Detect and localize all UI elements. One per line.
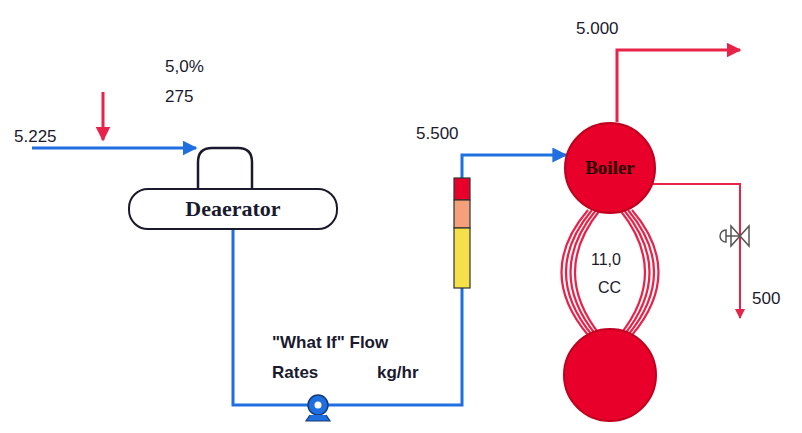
boiler-drum: Boiler	[564, 122, 656, 214]
mud-drum	[564, 329, 656, 421]
caption-text: "What If" Flow	[272, 334, 388, 353]
valve-symbol	[720, 226, 749, 246]
flow-value: 5.500	[416, 125, 459, 144]
feed-line	[32, 147, 196, 150]
boiler-tubes	[562, 210, 659, 335]
steam-outlet-line	[617, 50, 740, 122]
node-label: Deaerator	[185, 196, 280, 222]
tube	[562, 210, 589, 335]
deaerator-dome	[198, 148, 252, 190]
pump-symbol	[306, 395, 330, 421]
node-label: Boiler	[585, 157, 635, 179]
percent-value: 5,0%	[165, 58, 204, 77]
feedwater-heater	[454, 178, 470, 288]
flow-value: 500	[752, 290, 780, 309]
tube	[632, 210, 659, 335]
flow-value: 5.225	[14, 128, 57, 147]
blowdown-line	[652, 184, 740, 318]
tube	[566, 210, 592, 335]
flow-value: 5.000	[576, 20, 619, 39]
cycles-unit: CC	[598, 279, 621, 297]
caption-text: Rates	[272, 364, 318, 383]
tube	[628, 210, 654, 335]
cycles-value: 11,0	[591, 251, 621, 269]
temperature-value: 275	[165, 88, 193, 107]
deaerator-vessel: Deaerator	[128, 188, 338, 230]
steam-injection-arrow	[102, 92, 105, 140]
caption-text: kg/hr	[377, 364, 419, 383]
